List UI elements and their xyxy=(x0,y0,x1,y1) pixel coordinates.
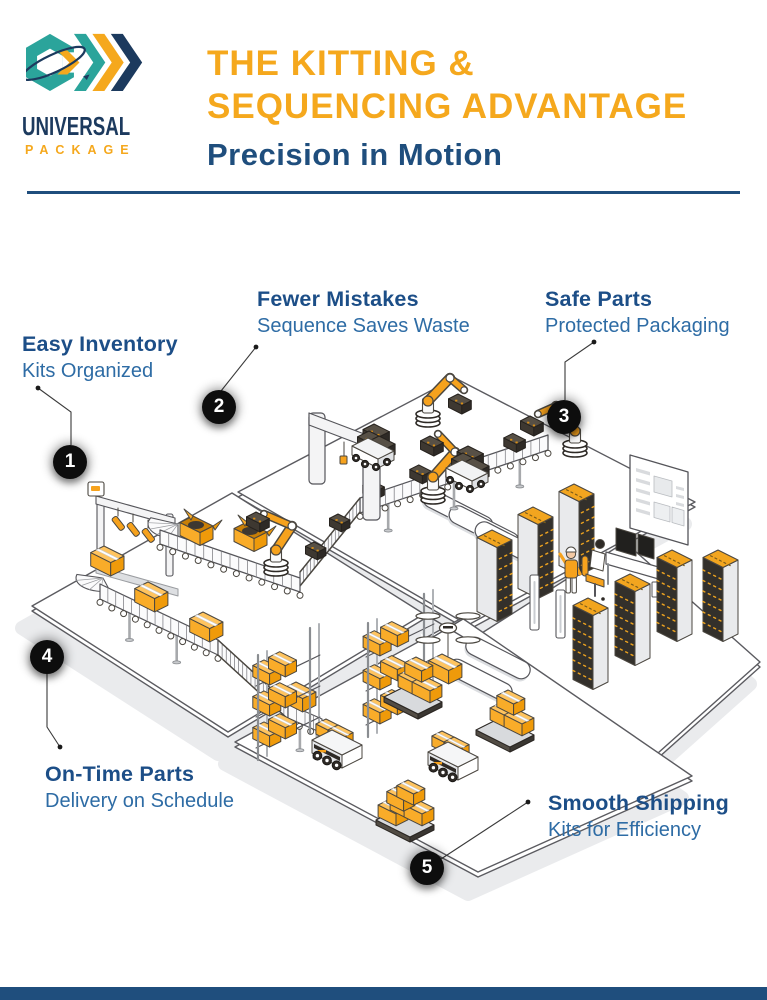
callout-safe-parts: Safe Parts Protected Packaging xyxy=(545,287,730,337)
callout-subtitle: Sequence Saves Waste xyxy=(257,315,470,338)
callout-subtitle: Protected Packaging xyxy=(545,315,730,338)
callout-title: Safe Parts xyxy=(545,287,653,311)
leader-lines xyxy=(35,339,597,860)
callout-title: Easy Inventory xyxy=(22,332,178,356)
brand-name: UNIVERSAL xyxy=(22,111,131,141)
callout-easy-inventory: Easy Inventory Kits Organized xyxy=(22,332,178,382)
page-subtitle: Precision in Motion xyxy=(207,137,503,172)
callout-on-time-parts: On-Time Parts Delivery on Schedule xyxy=(45,762,234,812)
callout-number-badge-3: 3 xyxy=(547,400,581,434)
storage-platform xyxy=(476,454,739,690)
callout-number-badge-5: 5 xyxy=(410,851,444,885)
brand-tagline: PACKAGE xyxy=(25,143,136,157)
callout-title: On-Time Parts xyxy=(45,762,195,786)
callout-fewer-mistakes: Fewer Mistakes Sequence Saves Waste xyxy=(257,287,470,337)
callout-number-badge-1: 1 xyxy=(53,445,87,479)
page-title: THE KITTING & SEQUENCING ADVANTAGE xyxy=(207,42,687,128)
warehouse-illustration xyxy=(15,339,761,901)
callout-subtitle: Kits Organized xyxy=(22,360,154,383)
page-title-block: THE KITTING & SEQUENCING ADVANTAGE Preci… xyxy=(207,42,687,173)
footer-bar xyxy=(0,987,767,1000)
brand-logo: UNIVERSAL PACKAGE xyxy=(22,28,182,157)
warehouse-scene xyxy=(0,230,767,1000)
callout-smooth-shipping: Smooth Shipping Kits for Efficiency xyxy=(548,791,729,841)
callout-subtitle: Kits for Efficiency xyxy=(548,819,702,842)
callout-title: Smooth Shipping xyxy=(548,791,729,815)
logo-mark xyxy=(26,33,143,92)
header-divider xyxy=(27,191,740,194)
title-line-2: SEQUENCING ADVANTAGE xyxy=(207,87,688,126)
shipping-platform xyxy=(252,588,535,843)
callout-number-badge-4: 4 xyxy=(30,640,64,674)
title-line-1: THE KITTING & xyxy=(207,44,475,83)
callout-subtitle: Delivery on Schedule xyxy=(45,790,234,813)
callout-title: Fewer Mistakes xyxy=(257,287,419,311)
callout-number-badge-2: 2 xyxy=(202,390,236,424)
